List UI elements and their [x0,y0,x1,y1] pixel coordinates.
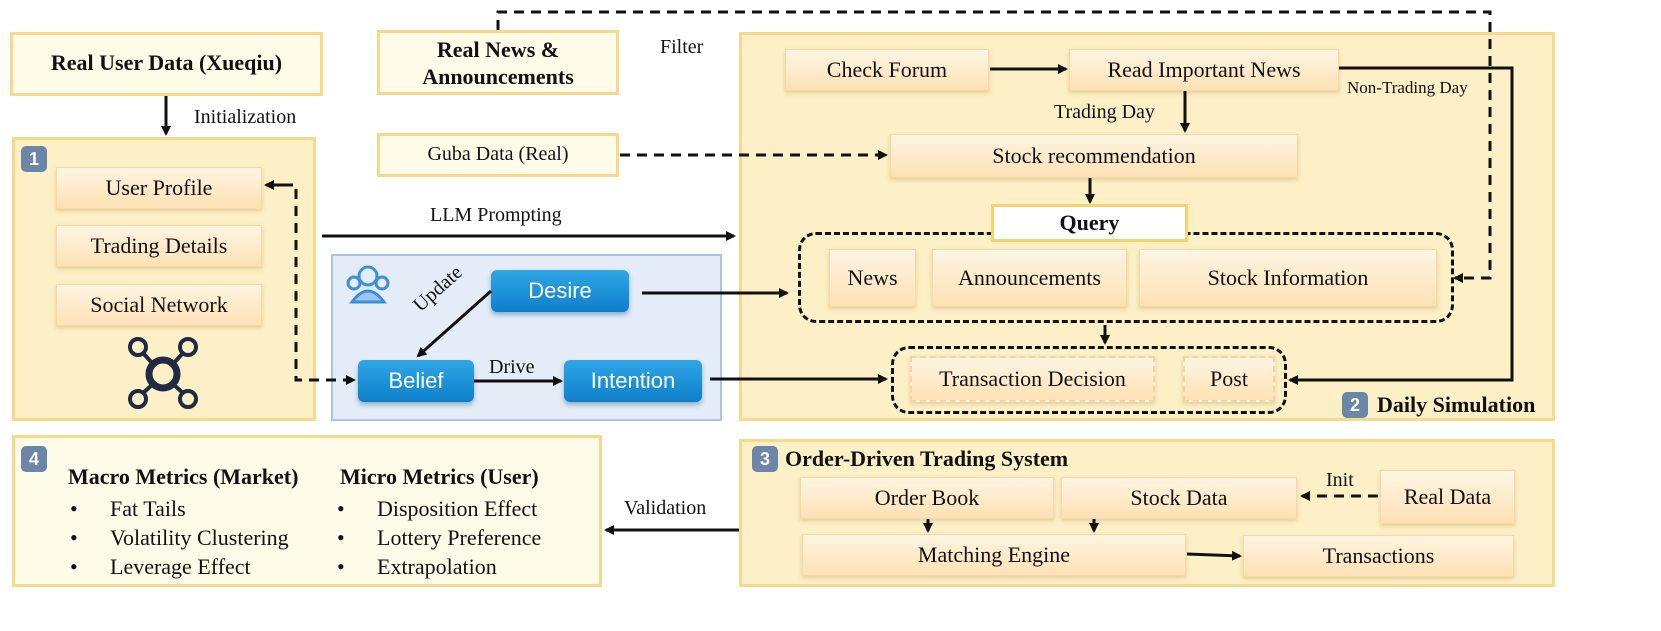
bullet: • [70,495,78,521]
initialization-label: Initialization [194,106,297,128]
micro-metrics-list: •Disposition Effect •Lottery Preference … [335,494,541,581]
list-item: • Disposition Effect [335,494,541,523]
metric-volatility-clustering: Volatility Clustering [110,524,289,550]
post-box: Post [1183,356,1275,402]
metric-disposition-effect: Disposition Effect [377,495,538,521]
macro-metrics-list: • Fat Tails • Volatility Clustering • Lever… [68,494,289,581]
non-trading-day-label: Non-Trading Day [1347,78,1468,97]
list-item: • Fat Tails [68,494,289,523]
bullet: • [337,524,345,550]
bullet: • [337,495,345,521]
query-stock-information-box: Stock Information [1139,249,1437,307]
desire-node: Desire [491,270,629,312]
daily-simulation-title: Daily Simulation [1377,392,1536,417]
user-data-source-label: Real User Data (Xueqiu) [50,50,283,75]
read-news-box: Read Important News [1069,49,1339,91]
order-book-box: Order Book [800,477,1054,519]
validation-label: Validation [624,497,707,519]
stock-recommendation-box: Stock recommendation [890,134,1298,178]
init-label: Init [1326,469,1354,491]
bullet: • [70,553,78,579]
intention-node: Intention [564,360,702,402]
trading-day-label: Trading Day [1054,101,1155,123]
decision-group [891,346,1287,414]
drive-label: Drive [489,356,535,378]
matching-engine-box: Matching Engine [802,534,1186,576]
stock-data-box: Stock Data [1061,477,1297,519]
panel-2-badge: 2 [1342,392,1368,418]
micro-metrics-title: Micro Metrics (User) [340,464,539,489]
macro-metrics-title: Macro Metrics (Market) [68,464,299,489]
transactions-box: Transactions [1243,535,1514,577]
user-profile-box: User Profile [56,167,262,209]
metric-lottery-preference: Lottery Preference [377,524,542,550]
news-source-label: Real News & Announcements [422,37,574,89]
bullet: • [337,553,345,579]
trading-system-title: Order-Driven Trading System [785,446,1069,471]
query-box: Query [991,204,1188,242]
list-item: • Extrapolation [335,552,541,581]
metric-leverage-effect: Leverage Effect [110,553,251,579]
social-network-box: Social Network [56,284,262,326]
belief-node: Belief [358,360,474,402]
metric-extrapolation: Extrapolation [377,553,497,579]
user-data-source-box [10,32,323,96]
list-item: • Lottery Preference [335,523,541,552]
panel-3-badge: 3 [752,446,778,472]
bullet: • [70,524,78,550]
panel-1-badge: 1 [21,146,47,172]
query-announcements-box: Announcements [932,249,1127,307]
metrics-panel [12,435,602,587]
check-forum-box: Check Forum [785,49,989,91]
real-data-box: Real Data [1380,470,1515,524]
filter-label: Filter [660,36,704,58]
guba-source-label: Guba Data (Real) [427,143,569,165]
list-item: • Leverage Effect [68,552,289,581]
trading-details-box: Trading Details [56,225,262,267]
llm-prompting-label: LLM Prompting [430,204,562,226]
panel-4-badge: 4 [21,446,47,472]
metric-fat-tails: Fat Tails [110,495,186,521]
query-news-box: News [829,249,916,307]
list-item: • Volatility Clustering [68,523,289,552]
transaction-decision-box: Transaction Decision [910,356,1155,402]
